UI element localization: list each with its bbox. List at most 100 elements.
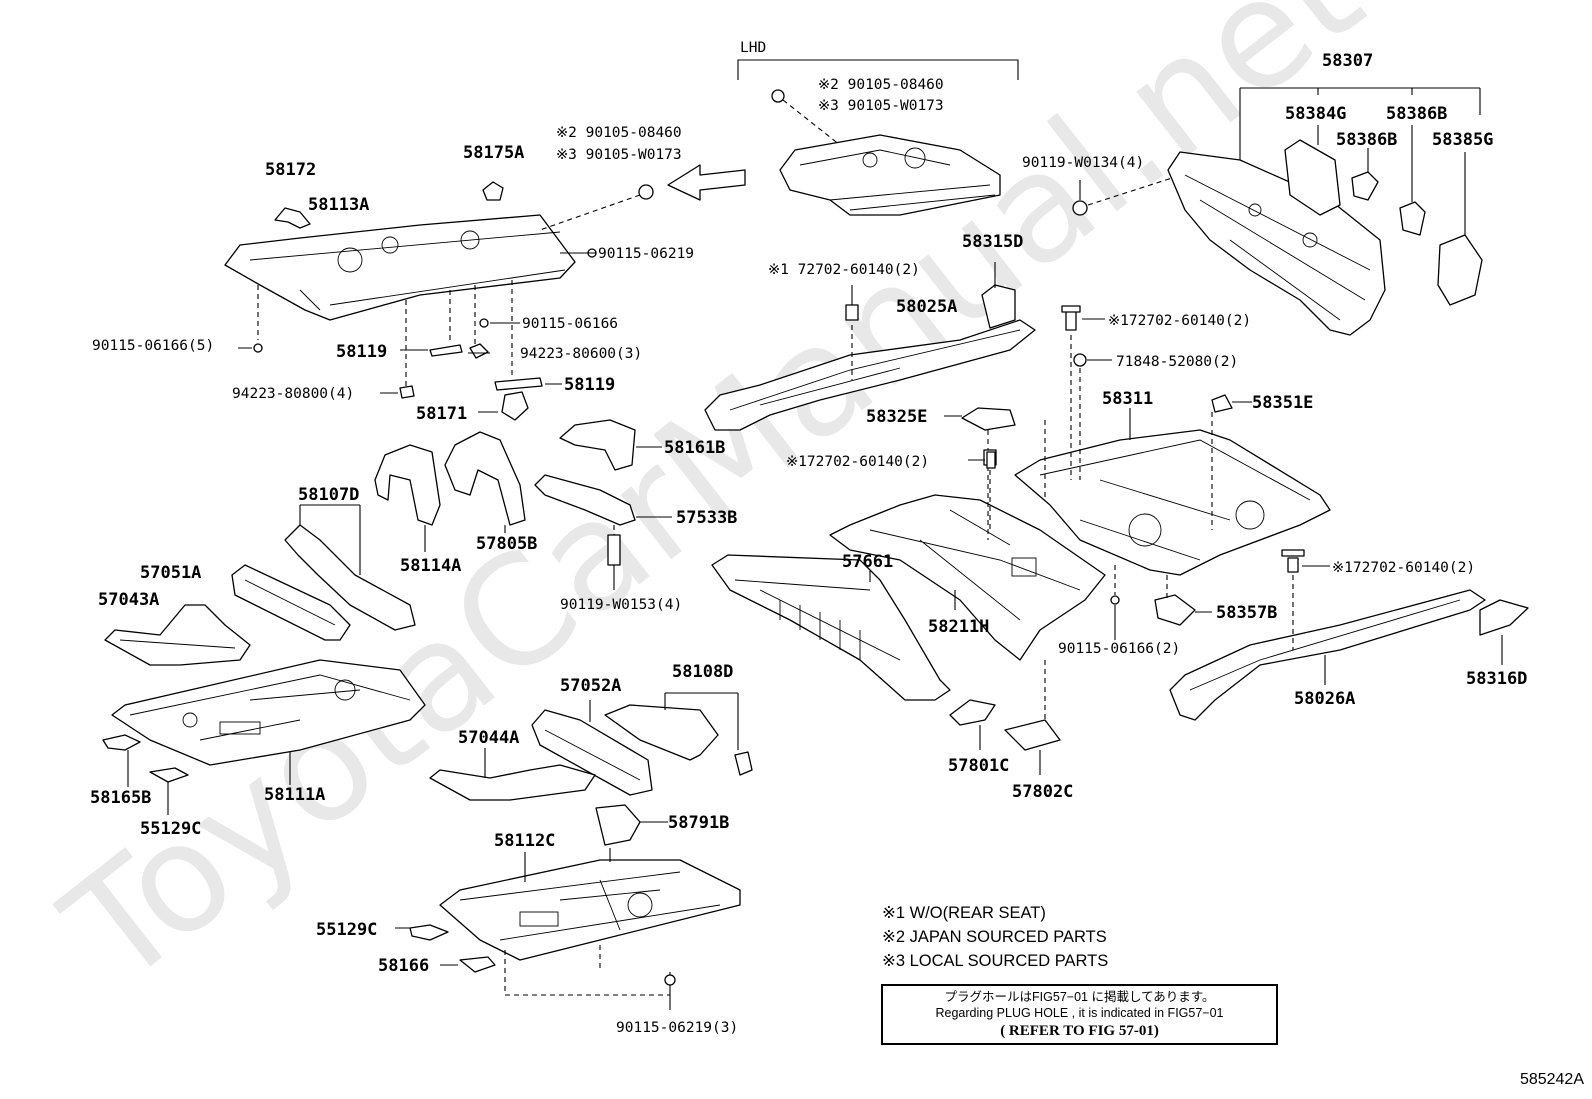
note-2: ※2 JAPAN SOURCED PARTS bbox=[882, 928, 1107, 946]
label-90115-06166: 90115-06166 bbox=[522, 316, 618, 332]
reference-line-english: Regarding PLUG HOLE , it is indicated in… bbox=[935, 1006, 1224, 1020]
bolt-note-72702-a: ※1 72702-60140(2) bbox=[768, 262, 920, 278]
label-57043A: 57043A bbox=[98, 590, 159, 610]
rear-crossmember-58025A bbox=[704, 262, 1036, 431]
rear-floor-pan bbox=[711, 407, 1106, 775]
label-57052A: 57052A bbox=[560, 676, 621, 696]
label-58114A: 58114A bbox=[400, 556, 461, 576]
part-58025A bbox=[704, 319, 1036, 431]
label-57802C: 57802C bbox=[1012, 782, 1073, 802]
label-57805B: 57805B bbox=[476, 534, 537, 554]
part-58165B bbox=[102, 734, 141, 751]
label-58351E: 58351E bbox=[1252, 393, 1313, 413]
bolt-note-labels: ※2 90105-08460 ※3 90105-W0173 ※1 72702-6… bbox=[556, 125, 1475, 576]
part-58316D bbox=[1479, 599, 1529, 636]
label-58172: 58172 bbox=[265, 160, 316, 180]
label-58311: 58311 bbox=[1102, 389, 1153, 409]
part-58385G bbox=[1437, 234, 1483, 306]
lhd-floor-pan-part bbox=[779, 134, 1001, 216]
legend-notes: ※1 W/O(REAR SEAT) ※2 JAPAN SOURCED PARTS… bbox=[882, 904, 1108, 970]
part-57052A bbox=[531, 709, 653, 796]
center-fasteners bbox=[968, 305, 1112, 480]
part-58325E bbox=[961, 407, 1016, 431]
spare-tire-pan-58311 bbox=[1014, 394, 1331, 640]
part-57533B bbox=[534, 474, 636, 526]
front-floor-panel-58111A bbox=[102, 659, 426, 815]
label-58119-b: 58119 bbox=[564, 375, 615, 395]
reference-line-refer: ( REFER TO FIG 57-01) bbox=[1000, 1023, 1159, 1039]
front-floor-pan-part bbox=[224, 214, 576, 321]
note-1: ※1 W/O(REAR SEAT) bbox=[882, 904, 1046, 922]
main-bolt-note-2: ※3 90105-W0173 bbox=[556, 147, 682, 163]
part-58026A bbox=[1169, 589, 1486, 721]
main-bolt-note-1: ※2 90105-08460 bbox=[556, 125, 682, 141]
front-floor-pan bbox=[224, 164, 746, 421]
label-58384G: 58384G bbox=[1285, 104, 1346, 124]
label-57801C: 57801C bbox=[948, 756, 1009, 776]
part-58791B bbox=[595, 804, 641, 846]
front-side-members bbox=[104, 504, 416, 666]
label-58111A: 58111A bbox=[264, 785, 325, 805]
back-panel-58307 bbox=[1072, 87, 1483, 336]
part-number-labels: 58307 58384G 58386B 58386B 58385G 90119-… bbox=[90, 51, 1527, 1036]
label-58316D: 58316D bbox=[1466, 669, 1527, 689]
part-58111A bbox=[111, 659, 426, 766]
center-floor-panel-58112C bbox=[395, 848, 741, 1010]
part-58161B bbox=[559, 419, 636, 471]
label-90115-06166-2: 90115-06166(2) bbox=[1058, 641, 1180, 657]
label-94223-80800: 94223-80800(4) bbox=[232, 386, 354, 402]
label-58165B: 58165B bbox=[90, 788, 151, 808]
part-57043A bbox=[104, 604, 251, 666]
bolt-note-72702-c: ※172702-60140(2) bbox=[786, 454, 929, 470]
part-55129C-lower bbox=[409, 924, 449, 941]
part-58114A bbox=[374, 444, 441, 526]
label-58108D: 58108D bbox=[672, 662, 733, 682]
label-58307: 58307 bbox=[1322, 51, 1373, 71]
part-58112C bbox=[439, 859, 741, 961]
label-57533B: 57533B bbox=[676, 508, 737, 528]
lhd-bolt-note-1: ※2 90105-08460 bbox=[818, 77, 944, 93]
label-58112C: 58112C bbox=[494, 831, 555, 851]
lhd-bolt-note-2: ※3 90105-W0173 bbox=[818, 98, 944, 114]
label-94223-80600: 94223-80600(3) bbox=[520, 346, 642, 362]
part-58108D bbox=[604, 704, 719, 761]
label-58171: 58171 bbox=[416, 404, 467, 424]
part-58307 bbox=[1167, 151, 1386, 336]
label-90119-W0134: 90119-W0134(4) bbox=[1022, 155, 1144, 171]
label-58175A: 58175A bbox=[463, 143, 524, 163]
label-58161B: 58161B bbox=[664, 438, 725, 458]
label-57044A: 57044A bbox=[458, 728, 519, 748]
note-3: ※3 LOCAL SOURCED PARTS bbox=[882, 952, 1108, 970]
label-58325E: 58325E bbox=[866, 407, 927, 427]
label-55129C-b: 55129C bbox=[316, 920, 377, 940]
label-57051A: 57051A bbox=[140, 563, 201, 583]
label-58166: 58166 bbox=[378, 956, 429, 976]
part-58357B bbox=[1154, 594, 1196, 626]
label-58211H: 58211H bbox=[928, 617, 989, 637]
part-58351E bbox=[1211, 394, 1233, 413]
part-58384G bbox=[1284, 139, 1341, 216]
part-55129C bbox=[149, 767, 189, 783]
lhd-group: LHD ※2 90105-08460 ※3 90105-W0173 bbox=[737, 40, 1019, 216]
part-57044A bbox=[429, 764, 596, 801]
label-57661: 57661 bbox=[842, 552, 893, 572]
part-58171 bbox=[501, 391, 529, 421]
part-58172 bbox=[274, 207, 311, 229]
part-57661 bbox=[711, 554, 951, 701]
label-71848-52080: 71848-52080(2) bbox=[1116, 354, 1238, 370]
lhd-label: LHD bbox=[740, 40, 766, 56]
label-58315D: 58315D bbox=[962, 232, 1023, 252]
label-55129C-a: 55129C bbox=[140, 819, 201, 839]
label-58386B: 58386B bbox=[1336, 130, 1397, 150]
part-57805B bbox=[444, 431, 526, 526]
center-floor-members bbox=[429, 692, 753, 846]
label-90115-06219: 90115-06219 bbox=[598, 246, 694, 262]
label-58025A: 58025A bbox=[896, 297, 957, 317]
part-58107D bbox=[284, 524, 416, 631]
figure-id: 585242A bbox=[1519, 1071, 1584, 1088]
plug-hole-reference-box: プラグホールはFIG57−01 に掲載してあります。 Regarding PLU… bbox=[881, 984, 1278, 1045]
label-58386B-top: 58386B bbox=[1386, 104, 1447, 124]
reference-line-japanese: プラグホールはFIG57−01 に掲載してあります。 bbox=[944, 990, 1215, 1004]
